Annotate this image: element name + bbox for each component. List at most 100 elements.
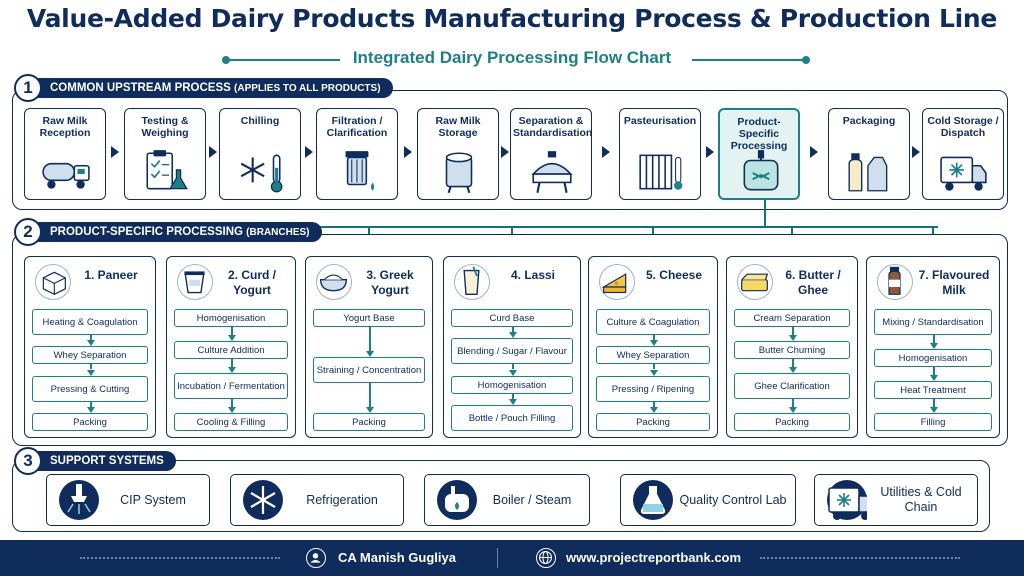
support-system-1: CIP System xyxy=(46,474,210,526)
step-arrow xyxy=(509,370,517,376)
step-arrow xyxy=(650,340,658,346)
section-number-3: 3 xyxy=(14,447,42,475)
boiler-icon xyxy=(437,480,477,520)
step-arrow xyxy=(87,370,95,376)
bottle-carton-icon xyxy=(845,149,895,195)
page-title: Value-Added Dairy Products Manufacturing… xyxy=(26,4,998,33)
step-arrow xyxy=(87,407,95,413)
section-number-1: 1 xyxy=(14,74,42,102)
support-label: Utilities & Cold Chain xyxy=(880,485,962,514)
mixing-vessel-icon xyxy=(736,150,786,196)
step-arrow xyxy=(650,370,658,376)
process-step: Homogenisation xyxy=(451,376,573,394)
stage-label: Cold Storage / Dispatch xyxy=(927,115,999,139)
branch-stem xyxy=(652,226,654,238)
support-label: Boiler / Steam xyxy=(492,492,572,507)
step-arrow xyxy=(509,332,517,338)
step-arrow xyxy=(366,407,374,413)
step-arrow xyxy=(930,343,938,349)
step-connector xyxy=(90,402,92,407)
step-connector xyxy=(90,335,92,340)
process-step: Incubation / Fermentation xyxy=(174,373,288,399)
process-step: Whey Separation xyxy=(596,346,710,364)
process-step: Homogenisation xyxy=(174,309,288,327)
process-step: Cooling & Filling xyxy=(174,413,288,431)
stage-8: Product-Specific Processing xyxy=(718,108,800,200)
step-arrow xyxy=(789,335,797,341)
stage-label: Pasteurisation xyxy=(623,115,697,127)
process-step: Homogenisation xyxy=(874,349,992,367)
flow-arrow xyxy=(501,146,509,158)
product-title: 4. Lassi xyxy=(510,268,556,282)
product-title: 6. Butter / Ghee xyxy=(785,268,841,297)
step-arrow xyxy=(87,340,95,346)
step-arrow xyxy=(228,367,236,373)
process-step: Heating & Coagulation xyxy=(32,309,148,335)
yogurt-cup-icon xyxy=(177,264,213,300)
step-arrow xyxy=(228,335,236,341)
footer-separator xyxy=(497,548,498,568)
process-step: Cream Separation xyxy=(734,309,850,327)
step-arrow xyxy=(930,375,938,381)
flow-arrow xyxy=(602,146,610,158)
filter-icon xyxy=(333,149,383,195)
footer-left-dots xyxy=(80,557,280,559)
cip-spray-icon xyxy=(59,480,99,520)
branch-stem xyxy=(791,226,793,238)
step-connector xyxy=(231,359,233,367)
process-step: Ghee Clarification xyxy=(734,373,850,399)
step-connector xyxy=(933,399,935,407)
subtitle-left-dot xyxy=(222,56,230,64)
support-system-5: Utilities & Cold Chain xyxy=(814,474,978,526)
step-connector xyxy=(653,364,655,369)
page-subtitle: Integrated Dairy Processing Flow Chart xyxy=(352,48,672,67)
stage-label: Filtration / Clarification xyxy=(326,115,388,139)
footer-website[interactable]: www.projectreportbank.com xyxy=(566,550,742,565)
step-connector xyxy=(653,402,655,407)
user-icon xyxy=(306,548,326,568)
step-arrow xyxy=(650,407,658,413)
flow-arrow xyxy=(706,146,714,158)
process-step: Packing xyxy=(596,413,710,431)
step-connector xyxy=(933,367,935,375)
product-title: 3. Greek Yogurt xyxy=(366,268,414,297)
branches-section-label: PRODUCT-SPECIFIC PROCESSING (BRANCHES) xyxy=(36,222,322,242)
stage-label: Testing & Weighing xyxy=(141,115,189,139)
stage-label: Separation & Standardisation xyxy=(513,115,593,139)
butter-block-icon xyxy=(737,264,773,300)
process-step: Mixing / Standardisation xyxy=(874,309,992,335)
step-connector xyxy=(90,364,92,369)
stage-6: Separation & Standardisation xyxy=(510,108,592,200)
storage-silo-icon xyxy=(434,149,484,195)
branch-stem xyxy=(511,226,513,238)
footer: CA Manish Gugliya www.projectreportbank.… xyxy=(0,540,1024,576)
subtitle-left-line xyxy=(230,59,340,61)
step-arrow xyxy=(228,407,236,413)
section-number-2: 2 xyxy=(14,218,42,246)
branch-trunk xyxy=(764,200,766,228)
product-title: 7. Flavoured Milk xyxy=(918,268,990,297)
flask-icon xyxy=(633,480,673,520)
process-step: Blending / Sugar / Flavour xyxy=(451,338,573,364)
step-arrow xyxy=(509,399,517,405)
process-step: Pressing & Cutting xyxy=(32,376,148,402)
step-connector xyxy=(512,364,514,369)
process-step: Culture Addition xyxy=(174,341,288,359)
step-connector xyxy=(792,359,794,367)
step-connector xyxy=(231,399,233,407)
step-connector xyxy=(653,335,655,340)
support-label: Refrigeration xyxy=(306,492,378,507)
step-connector xyxy=(933,335,935,343)
stage-label: Chilling xyxy=(240,115,280,127)
reefer-truck-icon xyxy=(939,149,989,195)
step-arrow xyxy=(789,367,797,373)
cheese-wedge-icon xyxy=(599,264,635,300)
process-step: Culture & Coagulation xyxy=(596,309,710,335)
stage-label: Raw Milk Reception xyxy=(39,115,91,139)
flow-arrow xyxy=(912,146,920,158)
